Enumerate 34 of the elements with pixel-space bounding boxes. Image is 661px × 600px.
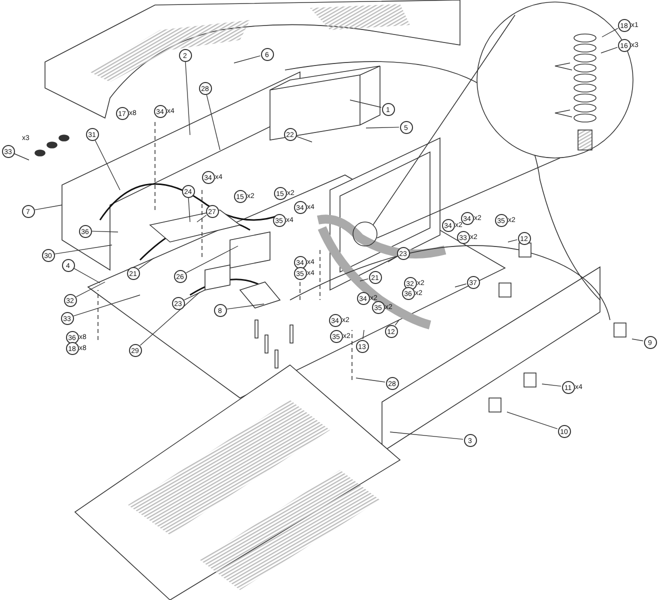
leader-line [74, 268, 100, 284]
leader-line [92, 230, 118, 232]
leader-line [390, 432, 464, 440]
leader-line [186, 246, 238, 274]
leader-line [542, 384, 562, 387]
leader-line [94, 140, 120, 190]
leader-line [185, 62, 190, 136]
leader-line [602, 28, 618, 38]
leader-line [206, 94, 220, 150]
leader-line [388, 256, 398, 262]
leader-line [508, 239, 518, 242]
leader-line [73, 294, 140, 316]
leader-line [362, 330, 364, 340]
leader-line [632, 338, 644, 342]
leader-line [506, 412, 558, 430]
leader-line [34, 204, 62, 210]
leader-line [366, 126, 400, 128]
leader-line [454, 284, 467, 288]
leader-line [234, 56, 261, 64]
leader-line [296, 136, 312, 142]
leader-line [394, 320, 400, 326]
leader-line [360, 278, 369, 282]
leader-line [350, 100, 382, 108]
leader-line [76, 282, 106, 298]
leader-line [196, 214, 207, 222]
leader-line [140, 292, 200, 346]
leader-line [14, 153, 30, 160]
leader-line [188, 198, 190, 222]
leader-line [600, 46, 618, 54]
leader-line [184, 290, 206, 300]
leader-line [54, 244, 112, 254]
leader-line [226, 304, 264, 310]
leader-line [138, 258, 154, 270]
leader-line [356, 378, 386, 382]
